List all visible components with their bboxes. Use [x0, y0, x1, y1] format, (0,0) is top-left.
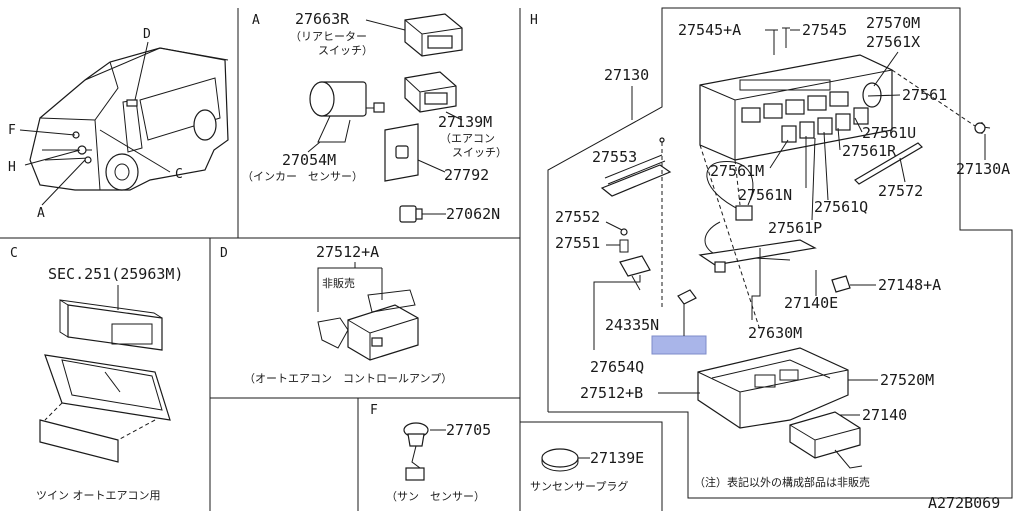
van-illustration	[29, 47, 229, 191]
panel-frames	[0, 7, 1013, 511]
label-27545a: 27545+A	[678, 21, 741, 39]
label-27561x: 27561X	[866, 33, 920, 51]
label-27553: 27553	[592, 148, 637, 166]
section-a-letter: A	[252, 13, 260, 28]
label-27572: 27572	[878, 182, 923, 200]
label-27140e: 27140E	[784, 294, 838, 312]
twin-auto-ac-panel-part	[39, 299, 171, 463]
label-27561: 27561	[902, 86, 947, 104]
section-f: F 27705 （サン センサー）	[370, 403, 491, 503]
label-27561p: 27561P	[768, 219, 822, 237]
section-h-letter: H	[530, 13, 538, 28]
highlight-box[interactable]	[651, 335, 707, 355]
label-27552: 27552	[555, 208, 600, 226]
locator-f-label: F	[8, 123, 16, 138]
locator-d-label: D	[143, 27, 151, 42]
caption-sun-sensor-plug: サンセンサープラグ	[530, 479, 628, 493]
van-overview: D F H C A	[8, 27, 229, 221]
label-27139m-note2: スイッチ）	[452, 146, 507, 159]
section-f-letter: F	[370, 403, 378, 418]
housing-27520m-part	[697, 347, 849, 429]
harness-part	[698, 161, 817, 273]
label-27570m: 27570M	[866, 14, 920, 32]
note-non-sale: （注）表記以外の構成部品は非販売	[694, 475, 870, 489]
small-cap-part	[677, 289, 697, 305]
label-27130: 27130	[604, 66, 649, 84]
screw-27130a-part	[974, 122, 991, 134]
label-27139m: 27139M	[438, 113, 492, 131]
locator-h-label: H	[8, 160, 16, 175]
label-27663r: 27663R	[295, 10, 350, 28]
label-27140: 27140	[862, 406, 907, 424]
label-27139m-note1: （エアコン	[440, 132, 495, 145]
label-27792: 27792	[444, 166, 489, 184]
label-27654q: 27654Q	[590, 358, 644, 376]
label-27561q: 27561Q	[814, 198, 868, 216]
section-h: H 27545+A 27545 2757	[530, 13, 1010, 489]
clip-parts	[619, 228, 629, 253]
section-d: D 27512+A 非販売 （オートエアコン コントロールアンプ）	[220, 243, 452, 385]
actuator-27140-part	[789, 411, 863, 469]
locator-c-label: C	[175, 167, 183, 182]
section-a: A 27663R （リアヒーター スイッチ） 27139M （エアコン スイッチ…	[242, 10, 507, 223]
label-27512b: 27512+B	[580, 384, 643, 402]
sun-sensor-part	[403, 422, 429, 481]
locator-a-label: A	[37, 206, 45, 221]
in-car-sensor-part	[309, 81, 385, 143]
ac-switch-part	[404, 71, 457, 113]
label-27705: 27705	[446, 421, 491, 439]
label-27054m: 27054M	[282, 151, 336, 169]
label-27551: 27551	[555, 234, 600, 252]
label-27054m-note: （インカー センサー）	[242, 170, 363, 183]
caption-auto-ac-amp: （オートエアコン コントロールアンプ）	[244, 372, 452, 385]
label-27139e: 27139E	[590, 449, 644, 467]
caption-twin-auto-ac: ツイン オートエアコン用	[36, 489, 161, 502]
section-d-letter: D	[220, 246, 228, 261]
sun-sensor-plug-part	[541, 448, 579, 472]
label-27561u: 27561U	[862, 124, 916, 142]
bracket-27654q-part	[619, 255, 651, 291]
section-c: C SEC.251(25963M) ツイン オートエアコン用	[10, 246, 183, 502]
connector-part	[399, 205, 423, 223]
label-27148a: 27148+A	[878, 276, 941, 294]
label-27561r: 27561R	[842, 142, 897, 160]
label-27663r-note2: スイッチ）	[318, 44, 373, 57]
label-sec-251: SEC.251(25963M)	[48, 265, 183, 283]
label-27561n: 27561N	[738, 186, 792, 204]
rear-heater-switch-part	[404, 13, 463, 57]
label-24335n: 24335N	[605, 316, 659, 334]
label-27561m: 27561M	[710, 162, 764, 180]
label-27545: 27545	[802, 21, 847, 39]
section-c-letter: C	[10, 246, 18, 261]
drawing-id: A272B069	[928, 494, 1000, 511]
label-27520m: 27520M	[880, 371, 934, 389]
knob-parts	[781, 107, 869, 143]
control-head-part	[699, 54, 893, 161]
label-not-sold: 非販売	[322, 277, 355, 290]
screw-parts	[770, 27, 790, 55]
sun-sensor-plug-panel: 27139E サンセンサープラグ	[530, 448, 644, 493]
label-27630m: 27630M	[748, 324, 802, 342]
sensor-pad-part	[384, 123, 419, 182]
auto-ac-control-amp-part	[317, 289, 419, 361]
label-27130a: 27130A	[956, 160, 1010, 178]
label-strip-part	[854, 142, 923, 185]
label-27062n: 27062N	[446, 205, 500, 223]
bracket-27553-part	[600, 137, 672, 197]
caption-sun-sensor: （サン センサー）	[386, 490, 485, 503]
label-27512a: 27512+A	[316, 243, 379, 261]
label-27663r-note1: （リアヒーター	[290, 30, 367, 43]
connector-27148a-part	[831, 275, 851, 293]
